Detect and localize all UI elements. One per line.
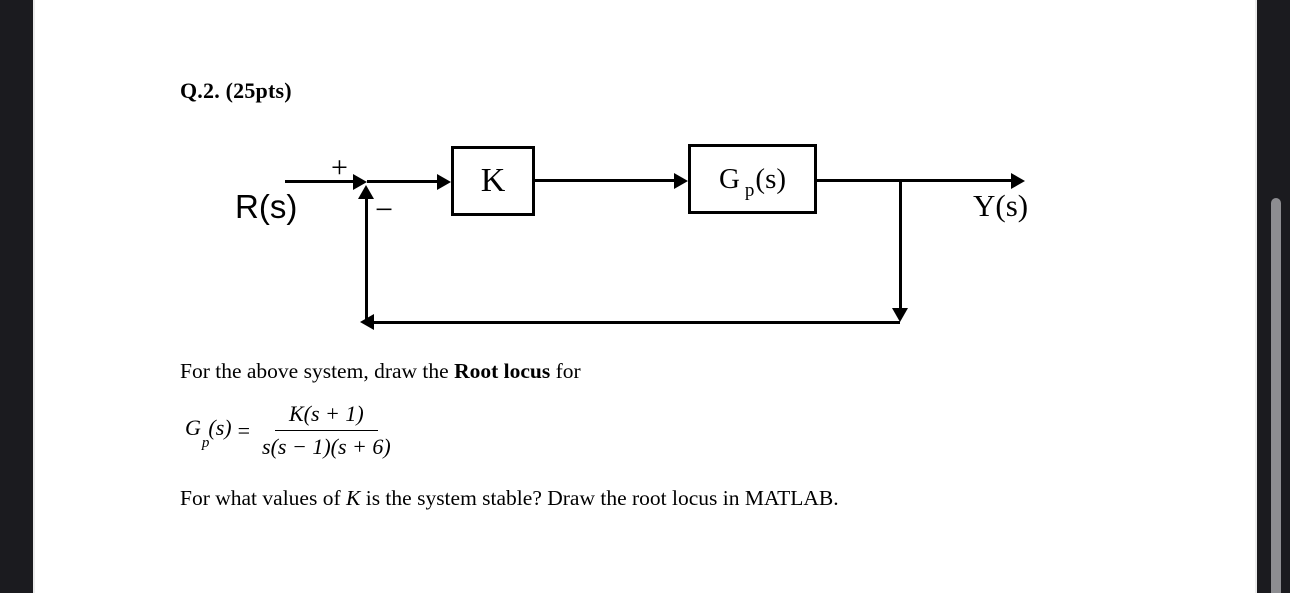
output-signal-line (817, 179, 1011, 182)
output-signal-label: Y(s) (973, 188, 1029, 223)
plant-input-arrowhead-icon (674, 173, 688, 189)
output-arrowhead-icon (1011, 173, 1025, 189)
summing-plus-sign: + (331, 151, 348, 184)
feedback-up-line (365, 198, 368, 324)
transfer-function-formula: Gp(s) = K(s + 1) s(s − 1)(s + 6) (185, 401, 395, 460)
gain-block-label: K (480, 162, 506, 199)
formula-equals: = (237, 417, 251, 443)
error-signal-line (367, 180, 437, 183)
question-line-1: For the above system, draw the Root locu… (180, 359, 581, 384)
formula-numerator: K(s + 1) (275, 401, 378, 431)
line1-bold-phrase: Root locus (454, 359, 551, 383)
summing-minus-sign: − (375, 191, 394, 227)
input-signal-line (285, 180, 353, 183)
formula-denominator: s(s − 1)(s + 6) (262, 434, 391, 459)
feedback-down-arrowhead-icon (892, 308, 908, 322)
feedback-branch-line (899, 179, 902, 309)
line2-suffix: is the system stable? Draw the root locu… (360, 486, 839, 510)
gain-output-line (535, 179, 674, 182)
line2-italic-var: K (346, 486, 361, 510)
scrollbar-track[interactable] (1257, 0, 1290, 593)
input-signal-label: R(s) (235, 188, 298, 225)
formula-fraction: K(s + 1) s(s − 1)(s + 6) (258, 401, 395, 460)
formula-lhs: Gp(s) (185, 415, 232, 451)
question-line-2: For what values of K is the system stabl… (180, 486, 839, 511)
gain-block: K (451, 146, 535, 216)
feedback-up-arrowhead-icon (358, 185, 374, 199)
feedback-bottom-line (374, 321, 900, 324)
line2-prefix: For what values of (180, 486, 346, 510)
viewer-left-frame (0, 0, 33, 593)
gain-input-arrowhead-icon (437, 174, 451, 190)
question-title: Q.2. (25pts) (180, 78, 292, 103)
line1-prefix: For the above system, draw the (180, 359, 455, 383)
line1-suffix: for (550, 359, 581, 383)
scrollbar-thumb[interactable] (1271, 198, 1281, 593)
